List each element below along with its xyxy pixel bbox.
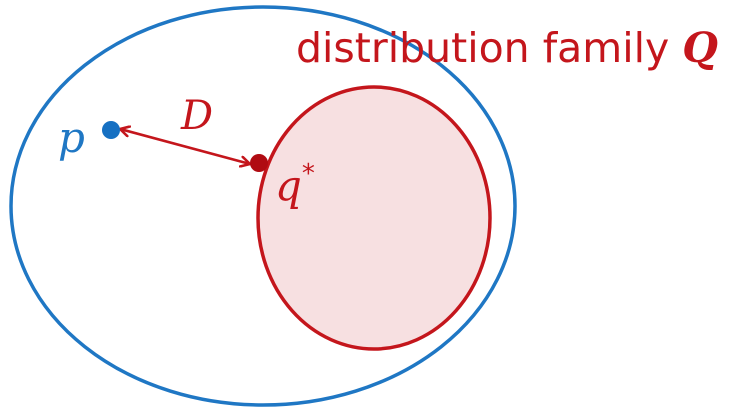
point-q-star bbox=[250, 154, 268, 172]
outer-space-ellipse bbox=[9, 5, 517, 407]
point-q-superscript: * bbox=[302, 159, 315, 189]
family-label-text: distribution family bbox=[296, 24, 682, 72]
point-q-letter: q bbox=[275, 161, 302, 210]
point-p-label: p bbox=[58, 113, 85, 162]
family-label-symbol: Q bbox=[682, 24, 718, 72]
distance-label: D bbox=[180, 93, 213, 139]
point-q-label: q* bbox=[275, 159, 315, 210]
family-label: distribution family Q bbox=[296, 24, 718, 72]
point-p bbox=[102, 121, 120, 139]
family-q-ellipse bbox=[256, 85, 492, 351]
distance-arrow bbox=[120, 129, 250, 164]
